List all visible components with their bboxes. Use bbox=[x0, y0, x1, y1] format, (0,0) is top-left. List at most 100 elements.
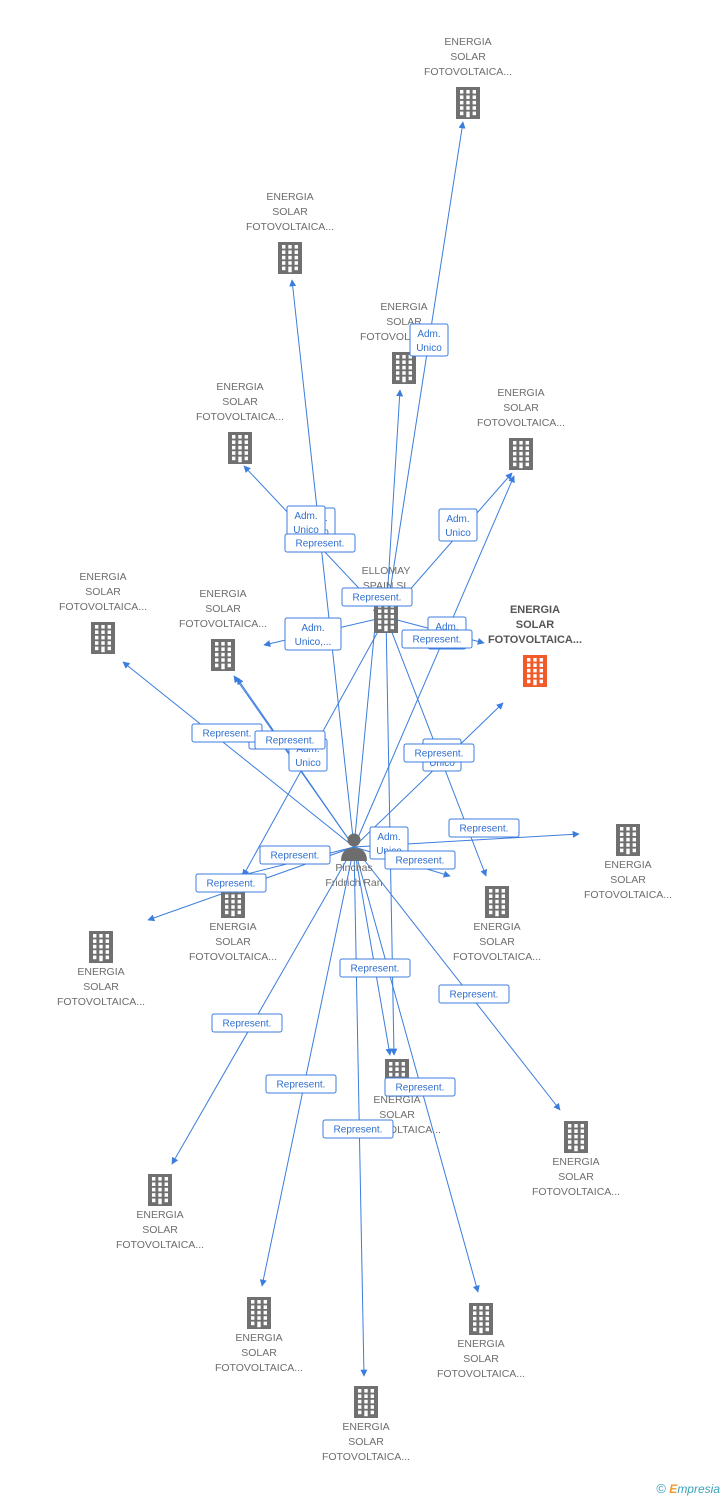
edge-n_person-n_upleft bbox=[289, 279, 355, 848]
node-n_farleft[interactable]: ENERGIASOLARFOTOVOLTAICA... bbox=[59, 571, 147, 654]
edge-label-tag[interactable]: Represent. bbox=[265, 1074, 337, 1094]
edge-n_person-n_b2 bbox=[353, 846, 480, 1293]
node-n_upleft[interactable]: ENERGIASOLARFOTOVOLTAICA... bbox=[246, 191, 334, 274]
node-label-line: SOLAR bbox=[348, 1436, 384, 1448]
edge-label-tag[interactable]: Adm.Unico bbox=[286, 505, 326, 539]
edge-label-tag[interactable]: Adm.Unico bbox=[409, 323, 449, 357]
node-n_right8[interactable]: ENERGIASOLARFOTOVOLTAICA... bbox=[532, 1121, 620, 1198]
edge-label-text: Represent. bbox=[203, 729, 252, 740]
edge-label-text: Adm. bbox=[417, 329, 440, 340]
node-n_right3[interactable]: ENERGIASOLARFOTOVOLTAICA... bbox=[477, 387, 565, 470]
building-icon bbox=[278, 242, 302, 274]
edge-n_person-n_highlight bbox=[353, 702, 504, 848]
edge-n_person-n_b3 bbox=[353, 846, 368, 1377]
edge-label-tag[interactable]: Represent. bbox=[259, 845, 331, 865]
edge-labels-layer: Adm.UnicoAdm.UnicoAdm.UnicoAdm.UnicoAdm.… bbox=[191, 323, 520, 1139]
edge-label-text: Unico bbox=[295, 758, 321, 769]
edge-label-tag[interactable]: Represent. bbox=[384, 850, 456, 870]
edge-label-text: Represent. bbox=[396, 1083, 445, 1094]
edge-n_person-n_ellomay bbox=[353, 604, 380, 848]
node-label-line: FOTOVOLTAICA... bbox=[215, 1362, 303, 1374]
node-n_b1[interactable]: ENERGIA SOLAR FOTOVOLTAICA... bbox=[215, 1297, 303, 1374]
node-label-line: ENERGIA bbox=[79, 571, 126, 583]
node-n_right6[interactable]: ENERGIASOLARFOTOVOLTAICA... bbox=[453, 886, 541, 963]
node-label-line: ENERGIA bbox=[457, 1338, 504, 1350]
node-n_left9[interactable]: ENERGIA SOLAR FOTOVOLTAICA... bbox=[116, 1174, 204, 1251]
building-icon bbox=[564, 1121, 588, 1153]
node-label-line: SOLAR bbox=[450, 51, 486, 63]
node-n_left4[interactable]: ENERGIASOLARFOTOVOLTAICA... bbox=[179, 588, 267, 671]
node-label-line: ENERGIA bbox=[380, 301, 427, 313]
edge-label-tag[interactable]: Represent. bbox=[341, 587, 413, 607]
copyright-symbol: © bbox=[656, 1481, 666, 1496]
edge-label-text: Represent. bbox=[334, 1125, 383, 1136]
node-label-line: ENERGIA bbox=[209, 921, 256, 933]
edge-label-text: Represent. bbox=[450, 990, 499, 1001]
edge-n_person-n_b1 bbox=[259, 846, 355, 1287]
edge-label-tag[interactable]: Represent. bbox=[195, 873, 267, 893]
edge-label-tag[interactable]: Represent. bbox=[384, 1077, 456, 1097]
node-label-line: FOTOVOLTAICA... bbox=[189, 951, 277, 963]
edge-label-text: Adm. bbox=[446, 514, 469, 525]
node-n_right5[interactable]: ENERGIA SOLAR FOTOVOLTAICA... bbox=[584, 824, 672, 901]
edge-label-tag[interactable]: Represent. bbox=[284, 533, 356, 553]
edge-label-text: Unico bbox=[293, 525, 319, 536]
node-label-line: ENERGIA bbox=[604, 859, 651, 871]
edge-label-tag[interactable]: Represent. bbox=[339, 958, 411, 978]
node-label-line: FOTOVOLTAICA... bbox=[488, 634, 582, 646]
edge-label-tag[interactable]: Represent. bbox=[401, 629, 473, 649]
edge-label-tag[interactable]: Represent. bbox=[403, 743, 475, 763]
node-label-line: Pinchas bbox=[335, 862, 372, 874]
node-n_top[interactable]: ENERGIASOLARFOTOVOLTAICA... bbox=[424, 36, 512, 119]
edge-label-tag[interactable]: Adm.Unico bbox=[438, 508, 478, 542]
node-label-line: SOLAR bbox=[215, 936, 251, 948]
edge-label-tag[interactable]: Adm.Unico,... bbox=[284, 617, 342, 651]
building-icon bbox=[89, 931, 113, 963]
node-n_farleft7[interactable]: ENERGIASOLARFOTOVOLTAICA... bbox=[57, 931, 145, 1008]
building-icon bbox=[523, 655, 547, 687]
node-label-line: ENERGIA bbox=[235, 1332, 282, 1344]
building-icon bbox=[485, 886, 509, 918]
node-label-line: SOLAR bbox=[503, 402, 539, 414]
edge-label-tag[interactable]: Represent. bbox=[211, 1013, 283, 1033]
node-label-line: SOLAR bbox=[479, 936, 515, 948]
edges-layer bbox=[122, 121, 580, 1377]
node-label-line: ENERGIA bbox=[77, 966, 124, 978]
node-label-line: FOTOVOLTAICA... bbox=[59, 601, 147, 613]
node-label-line: ENERGIA bbox=[342, 1421, 389, 1433]
node-label-line: ELLOMAY bbox=[362, 565, 411, 577]
node-label-line: SOLAR bbox=[241, 1347, 277, 1359]
building-icon bbox=[211, 639, 235, 671]
node-n_b2[interactable]: ENERGIASOLARFOTOVOLTAICA... bbox=[437, 1303, 525, 1380]
edge-label-tag[interactable]: Represent. bbox=[254, 730, 326, 750]
building-icon bbox=[247, 1297, 271, 1329]
node-label-line: ENERGIA bbox=[136, 1209, 183, 1221]
edge-label-text: Adm. bbox=[377, 832, 400, 843]
edge-label-tag[interactable]: Represent. bbox=[438, 984, 510, 1004]
node-label-line: FOTOVOLTAICA... bbox=[532, 1186, 620, 1198]
node-label-line: FOTOVOLTAICA... bbox=[453, 951, 541, 963]
node-n_b3[interactable]: ENERGIASOLARFOTOVOLTAICA... bbox=[322, 1386, 410, 1463]
node-label-line: ENERGIA bbox=[199, 588, 246, 600]
node-n_left6[interactable]: ENERGIA SOLAR FOTOVOLTAICA... bbox=[189, 886, 277, 963]
edge-label-text: Unico bbox=[429, 758, 455, 769]
node-label-line: SOLAR bbox=[142, 1224, 178, 1236]
edge-label-tag[interactable]: Represent. bbox=[191, 723, 263, 743]
node-label-line: ENERGIA bbox=[266, 191, 313, 203]
node-label-line: ENERGIA bbox=[552, 1156, 599, 1168]
node-n_highlight[interactable]: ENERGIASOLARFOTOVOLTAICA... bbox=[488, 604, 582, 687]
node-label-line: SOLAR bbox=[463, 1353, 499, 1365]
node-n_left3[interactable]: ENERGIASOLARFOTOVOLTAICA... bbox=[196, 381, 284, 464]
edge-label-tag[interactable]: Represent. bbox=[448, 818, 520, 838]
node-label-line: SOLAR bbox=[516, 619, 555, 631]
brand-logo-letter: E bbox=[669, 1482, 678, 1496]
edge-label-tag[interactable]: Represent. bbox=[322, 1119, 394, 1139]
edge-n_person-n_right8 bbox=[353, 846, 561, 1111]
node-label-line: FOTOVOLTAICA... bbox=[116, 1239, 204, 1251]
edge-label-text: Represent. bbox=[266, 736, 315, 747]
node-label-line: FOTOVOLTAICA... bbox=[424, 66, 512, 78]
node-label-line: FOTOVOLTAICA... bbox=[584, 889, 672, 901]
edge-n_ellomay-n_mid_top bbox=[385, 389, 404, 618]
node-label-line: SOLAR bbox=[610, 874, 646, 886]
